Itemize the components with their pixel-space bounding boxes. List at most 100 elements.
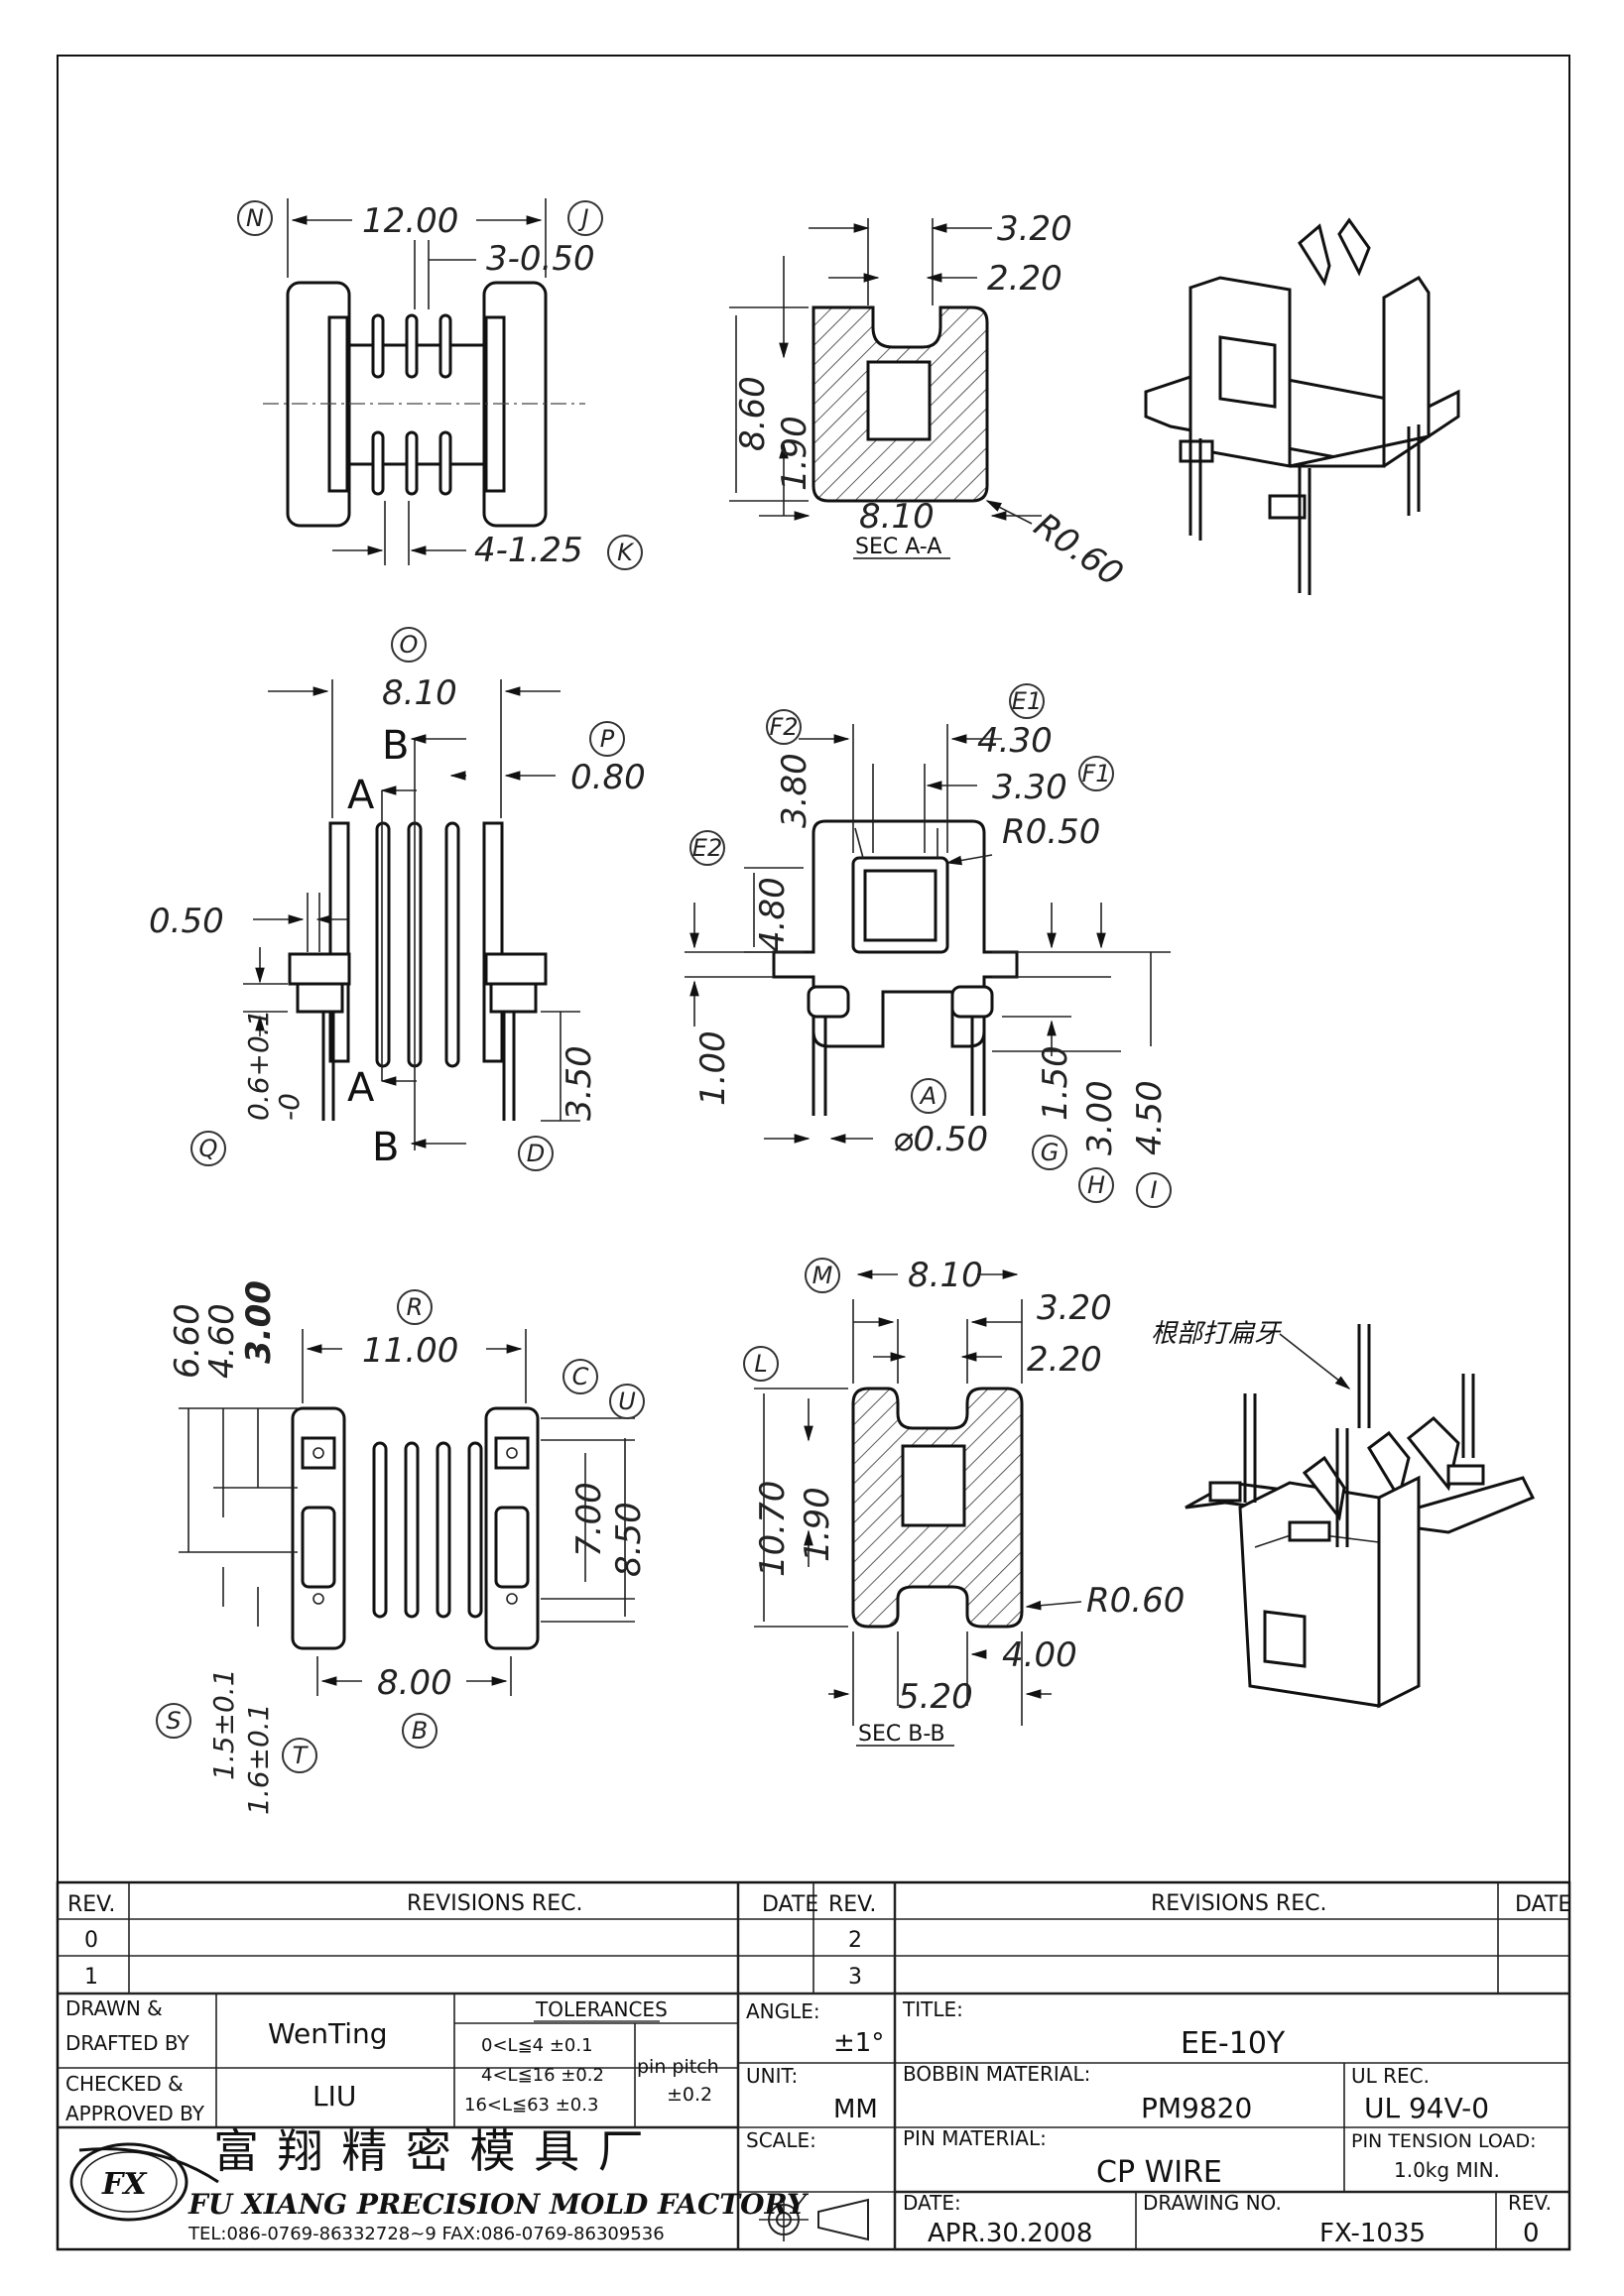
dim-1-50: 1.50 [1036, 1045, 1075, 1121]
dim-1-5: 1.5±0.1 [207, 1668, 240, 1780]
isometric-view-bottom: 根部打扁牙 [1151, 1319, 1536, 1709]
bobbin-label: BOBBIN MATERIAL: [903, 2062, 1090, 2086]
dim-8-00: 8.00 [377, 1663, 452, 1703]
tag-U: U [618, 1388, 636, 1415]
tag-L: L [754, 1350, 767, 1378]
bottom-view: 11.00 R 6.60 4.60 3.00 7.00 8.50 C U 8.0… [156, 1280, 649, 1815]
rev-header-right: REV. [828, 1892, 876, 1917]
tag-O: O [400, 631, 419, 659]
dim-4-00: 4.00 [1002, 1635, 1077, 1675]
projection-symbol-icon [759, 2197, 869, 2241]
tag-G: G [1041, 1139, 1060, 1166]
rev-1: 1 [84, 1965, 98, 1990]
tag-E1: E1 [1012, 687, 1042, 715]
dim-r0-50: R0.50 [1002, 812, 1100, 852]
pin-tension-label: PIN TENSION LOAD: [1351, 2130, 1537, 2152]
title-block: REV. REVISIONS REC. DATE REV. REVISIONS … [56, 1880, 1571, 2251]
tag-F1: F1 [1081, 760, 1110, 787]
dim-3-50: 3.50 [560, 1045, 599, 1121]
tag-Q: Q [199, 1135, 218, 1162]
tag-S: S [166, 1707, 181, 1735]
dim-8-10-side: 8.10 [382, 673, 457, 713]
dim-1-90-b: 1.90 [798, 1487, 837, 1562]
dim-r0-60-a: R0.60 [1027, 506, 1130, 595]
dim-r0-60-b: R0.60 [1086, 1581, 1185, 1621]
tag-F2: F2 [769, 713, 798, 741]
dim-0-50-side: 0.50 [149, 902, 224, 941]
angle-value: ±1° [833, 2028, 884, 2058]
dim-1-90-a: 1.90 [775, 416, 814, 491]
dim-3-00-bottom: 3.00 [239, 1280, 279, 1364]
ul-label: UL REC. [1351, 2064, 1430, 2088]
angle-label: ANGLE: [746, 1999, 820, 2023]
rev-0: 0 [84, 1928, 98, 1953]
logo-mark: FX [101, 2167, 148, 2202]
dim-7-00: 7.00 [569, 1482, 609, 1557]
checked-label-1: CHECKED & [65, 2072, 184, 2096]
tag-C: C [572, 1363, 589, 1390]
dim-12-00: 12.00 [362, 201, 458, 241]
bobbin-value: PM9820 [1141, 2092, 1252, 2124]
dim-4-50: 4.50 [1130, 1080, 1170, 1155]
tag-M: M [812, 1262, 833, 1289]
dim-4-1-25: 4-1.25 [474, 531, 583, 570]
title-value: EE-10Y [1181, 2026, 1286, 2061]
dim-8-10-a: 8.10 [859, 497, 935, 537]
dim-10-70: 10.70 [753, 1481, 793, 1577]
pin-pitch-label: pin pitch [637, 2056, 719, 2078]
drawn-by: WenTing [268, 2017, 388, 2050]
checked-by: LIU [312, 2080, 356, 2113]
dim-4-80: 4.80 [753, 877, 793, 952]
tag-K: K [617, 539, 635, 566]
dim-0-80: 0.80 [570, 758, 646, 797]
tag-D: D [527, 1140, 545, 1167]
dim-2-20-a: 2.20 [987, 259, 1062, 299]
dim-3-0-50: 3-0.50 [486, 239, 595, 279]
rev-header-left: REV. [67, 1892, 115, 1917]
section-b-b-caption: SEC B-B [858, 1722, 945, 1747]
date-value: APR.30.2008 [928, 2219, 1092, 2248]
tag-A-front: A [919, 1082, 937, 1110]
tag-T: T [293, 1742, 310, 1769]
dim-1-00: 1.00 [693, 1030, 733, 1106]
company-name-cn: 富 翔 精 密 模 具 厂 [213, 2124, 646, 2178]
dim-pin-dia: ⌀0.50 [893, 1120, 988, 1159]
ul-value: UL 94V-0 [1364, 2092, 1489, 2124]
revisions-header-right: REVISIONS REC. [1151, 1891, 1326, 1916]
dim-4-60: 4.60 [202, 1303, 242, 1379]
rev-2: 2 [848, 1928, 862, 1953]
side-view: 8.10 O 0.80 P A A B B 0.50 0.6+0.1-0 Q 3… [149, 627, 646, 1171]
dim-3-20-b: 3.20 [1037, 1288, 1112, 1328]
tol-3: 16<L≦63 ±0.3 [464, 2095, 598, 2115]
cut-label-b-bottom: B [372, 1125, 399, 1170]
pin-material-value: CP WIRE [1096, 2155, 1222, 2190]
tol-2: 4<L≦16 ±0.2 [481, 2065, 604, 2086]
dim-1-6: 1.6±0.1 [242, 1703, 275, 1815]
dim-3-20-a: 3.20 [997, 209, 1072, 249]
dim-8-50: 8.50 [609, 1502, 649, 1577]
date-label: DATE: [903, 2191, 961, 2215]
dim-3-80: 3.80 [775, 753, 814, 828]
unit-value: MM [833, 2095, 878, 2124]
scale-label: SCALE: [746, 2128, 816, 2152]
dim-8-10-b: 8.10 [908, 1256, 983, 1295]
company-name-en: FU XIANG PRECISION MOLD FACTORY [187, 2188, 810, 2221]
tag-N: N [246, 204, 264, 232]
dim-2-20-b: 2.20 [1027, 1340, 1102, 1380]
unit-label: UNIT: [746, 2064, 798, 2088]
dim-3-00-front: 3.00 [1080, 1080, 1120, 1155]
tag-J: J [577, 204, 588, 232]
cut-label-b-top: B [382, 723, 409, 769]
tag-I: I [1150, 1176, 1157, 1204]
tag-H: H [1087, 1171, 1105, 1199]
drawn-label-1: DRAWN & [65, 1996, 163, 2020]
rev-3: 3 [848, 1965, 862, 1990]
title-label: TITLE: [902, 1997, 963, 2021]
tol-1: 0<L≦4 ±0.1 [481, 2035, 593, 2056]
tag-R: R [407, 1293, 424, 1321]
pin-material-label: PIN MATERIAL: [903, 2126, 1047, 2150]
isometric-view-top [1144, 217, 1460, 595]
dim-8-60-a: 8.60 [733, 376, 773, 451]
date-header-right: DATE [1515, 1892, 1571, 1917]
